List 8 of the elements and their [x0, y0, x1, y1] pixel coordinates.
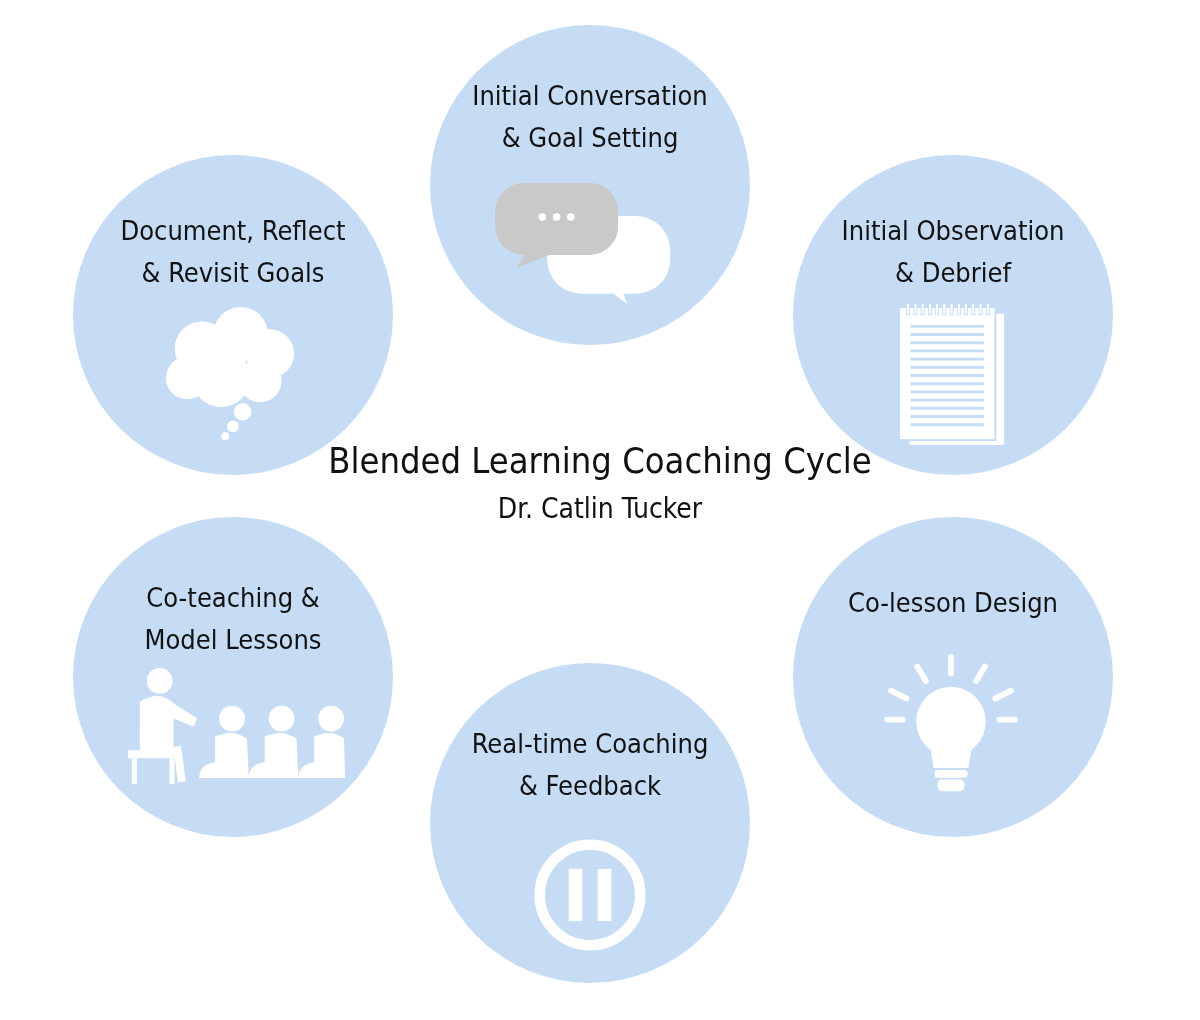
step-label: Real-time Coaching & Feedback	[470, 727, 710, 803]
step-label: Co-teaching & Model Lessons	[143, 581, 323, 657]
step-label: Document, Reflect & Revisit Goals	[119, 214, 347, 290]
author-name: Dr. Catlin Tucker	[496, 492, 704, 525]
diagram-title: Blended Learning Coaching Cycle	[327, 440, 873, 481]
step-label: Co-lesson Design	[847, 586, 1059, 620]
step-label: Initial Conversation & Goal Setting	[471, 79, 709, 155]
step-label: Initial Observation & Debrief	[840, 214, 1066, 290]
